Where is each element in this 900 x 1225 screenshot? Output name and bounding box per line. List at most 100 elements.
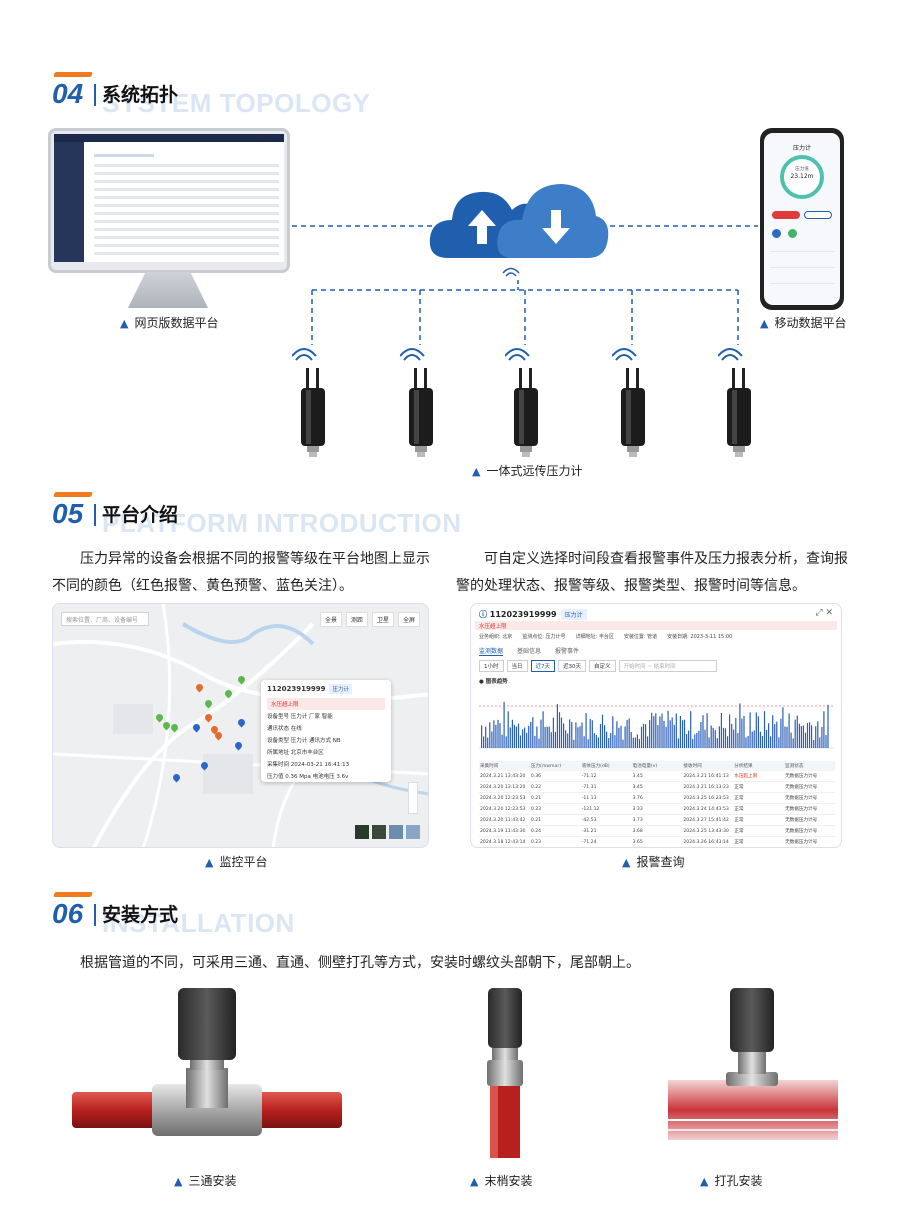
map-tool-button[interactable]: 全景: [319, 612, 342, 627]
map-search-input[interactable]: 搜索位置、厂商、设备编号: [61, 612, 149, 626]
trend-bar: [526, 732, 528, 748]
trend-bar: [770, 736, 772, 748]
trend-bar: [663, 720, 665, 748]
trend-bar: [727, 736, 729, 748]
phone-button-more[interactable]: [804, 211, 832, 219]
section-title-cn: 平台介绍: [102, 504, 179, 526]
layer-thumb[interactable]: [355, 825, 369, 839]
trend-bar: [548, 726, 550, 748]
tab-alarm-events[interactable]: 报警事件: [555, 648, 580, 655]
trend-bar: [768, 723, 770, 748]
trend-bar: [591, 720, 593, 748]
trend-bar: [716, 738, 718, 748]
table-header: 监测状态: [784, 761, 835, 771]
table-cell: -71.24: [580, 836, 632, 847]
trend-bar: [534, 735, 536, 748]
section-number: 04: [52, 78, 84, 109]
trend-bar: [620, 725, 622, 748]
table-cell: -71.31: [580, 781, 632, 793]
table-cell: 3.68: [631, 825, 683, 837]
trend-bar: [524, 727, 526, 748]
table-cell: 2024.3.20 11:43:42: [479, 814, 530, 826]
trend-bar: [489, 722, 491, 748]
trend-bar: [780, 718, 782, 748]
trend-bar: [737, 733, 739, 748]
info-item: 业务组织: 北京: [479, 634, 513, 640]
trend-bar: [710, 725, 712, 748]
layer-thumb[interactable]: [406, 825, 420, 839]
layer-thumb[interactable]: [372, 825, 386, 839]
table-cell: 3.45: [631, 781, 683, 793]
table-cell: 2024.3.20 12:23:53: [479, 803, 530, 815]
tab-monitor-data[interactable]: 监测数据: [479, 648, 504, 656]
trend-bar: [800, 726, 802, 748]
popup-row: 通讯状态 在线: [267, 726, 302, 732]
table-cell: -42.53: [580, 814, 632, 826]
range-button[interactable]: 近30天: [558, 660, 587, 672]
pressure-sensor-icon: [399, 346, 440, 458]
info-item: 详细地址: 丰台区: [575, 634, 614, 640]
map-tool-button[interactable]: 测距: [345, 612, 368, 627]
triangle-icon: ▲: [760, 317, 769, 330]
section-divider: [94, 504, 96, 526]
popup-tag: 压力计: [329, 684, 352, 694]
close-icon[interactable]: ⤢ ✕: [815, 608, 833, 618]
trend-bar: [741, 718, 743, 748]
trend-bar: [491, 731, 493, 748]
trend-bar: [681, 720, 684, 748]
info-item: 监测点位: 压力计号: [522, 634, 566, 640]
trend-bar: [532, 717, 534, 748]
range-button[interactable]: 自定义: [589, 660, 616, 672]
trend-bar: [544, 726, 546, 748]
trend-bar: [786, 726, 788, 748]
map-tool-button[interactable]: 全屏: [397, 612, 420, 627]
map-toolbar: 全景 测距 卫星 全屏: [319, 612, 420, 627]
date-range-input[interactable]: 开始时间 ~ 结束时间: [618, 660, 717, 672]
trend-bar: [558, 712, 561, 748]
trend-bar: [542, 711, 544, 748]
table-cell: 0.24: [529, 825, 581, 837]
table-cell: 正常: [733, 825, 785, 837]
trend-bar: [784, 726, 786, 748]
trend-bar: [690, 711, 692, 748]
map-tool-button[interactable]: 卫星: [371, 612, 394, 627]
trend-bar: [733, 729, 735, 748]
report-device-id: 112023919999: [489, 610, 557, 619]
table-header: 电池电量(v): [631, 761, 683, 771]
trend-bar: [706, 713, 708, 748]
range-button[interactable]: 当日: [506, 660, 528, 672]
trend-bar: [640, 726, 643, 748]
trend-bar: [749, 712, 751, 748]
range-button[interactable]: 1小时: [479, 660, 504, 672]
layer-thumb[interactable]: [389, 825, 403, 839]
trend-bar: [669, 720, 671, 748]
section-number: 05: [52, 498, 84, 529]
trend-bar: [747, 736, 749, 748]
tab-basic-info[interactable]: 基础信息: [517, 648, 542, 655]
range-button[interactable]: 近7天: [530, 660, 556, 672]
trend-bar: [630, 732, 632, 748]
trend-bar: [667, 710, 669, 748]
table-header: 采集时间: [479, 761, 530, 771]
table-header: 分析结果: [733, 761, 785, 771]
trend-bar: [763, 711, 766, 748]
phone-title: 压力计: [792, 145, 811, 152]
web-platform-caption: ▲网页版数据平台: [120, 316, 219, 330]
map-roads: [53, 604, 428, 847]
phone-button-alarm[interactable]: [772, 211, 800, 219]
trend-bar: [595, 734, 597, 748]
trend-bar: [813, 740, 815, 748]
trend-bar: [606, 731, 608, 748]
map-zoom-control[interactable]: [408, 782, 418, 814]
trend-bar: [501, 734, 503, 748]
